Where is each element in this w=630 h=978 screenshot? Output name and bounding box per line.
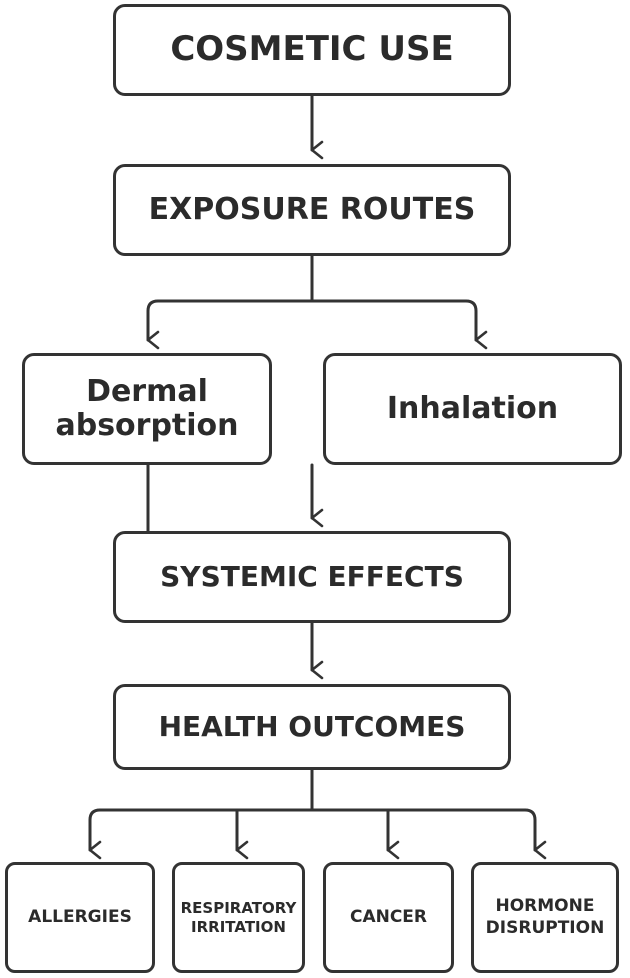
node-cosmetic-use-label: COSMETIC USE bbox=[170, 29, 454, 70]
node-hormone-label-line2: DISRUPTION bbox=[485, 917, 605, 938]
node-cancer-label: CANCER bbox=[349, 906, 428, 927]
node-respiratory-label-line2: IRRITATION bbox=[191, 917, 286, 936]
node-hormone-label-line1: HORMONE bbox=[495, 896, 595, 917]
node-inhalation-label: Inhalation bbox=[386, 390, 559, 426]
node-inhalation: Inhalation bbox=[323, 353, 622, 465]
node-health-outcomes: HEALTH OUTCOMES bbox=[113, 684, 511, 770]
node-systemic-effects: SYSTEMIC EFFECTS bbox=[113, 531, 511, 623]
node-hormone-disruption: HORMONE DISRUPTION bbox=[471, 862, 619, 973]
arrow-exposure-to-dermal bbox=[146, 299, 314, 350]
node-cancer: CANCER bbox=[323, 862, 454, 973]
node-systemic-effects-label: SYSTEMIC EFFECTS bbox=[160, 559, 464, 593]
node-dermal-label-line1: Dermal bbox=[86, 373, 208, 409]
node-dermal-absorption: Dermal absorption bbox=[22, 353, 272, 465]
node-dermal-label-line2: absorption bbox=[55, 408, 239, 443]
arrow-health-to-allergies bbox=[88, 808, 102, 860]
node-exposure-routes: EXPOSURE ROUTES bbox=[113, 164, 511, 256]
node-health-outcomes-label: HEALTH OUTCOMES bbox=[158, 709, 466, 743]
node-allergies-label: ALLERGIES bbox=[28, 906, 132, 927]
node-respiratory-irritation: RESPIRATORY IRRITATION bbox=[172, 862, 305, 973]
arrow-health-to-hormone bbox=[523, 808, 547, 860]
node-allergies: ALLERGIES bbox=[5, 862, 155, 973]
arrow-exposure-to-inhalation bbox=[310, 299, 488, 350]
node-cosmetic-use: COSMETIC USE bbox=[113, 4, 511, 96]
node-respiratory-label-line1: RESPIRATORY bbox=[180, 898, 297, 917]
node-exposure-routes-label: EXPOSURE ROUTES bbox=[148, 191, 476, 227]
